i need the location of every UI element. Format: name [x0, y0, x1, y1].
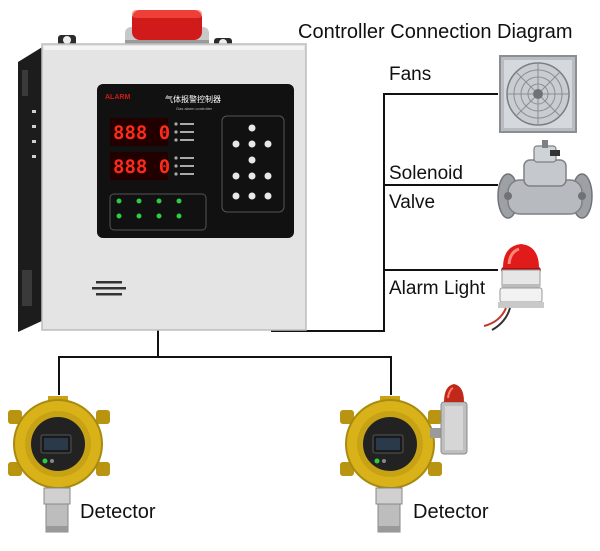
- controller-display-1: 888 0: [113, 122, 170, 144]
- fan-icon: [500, 56, 576, 132]
- controller-cabinet: ALARM 气体报警控制器 Gas alarm controller 888 0…: [18, 10, 306, 332]
- alarm-light-label: Alarm Light: [389, 279, 485, 298]
- valve-label: Valve: [389, 193, 435, 212]
- solenoid-valve-icon: [498, 140, 592, 218]
- controller-brand-text: 气体报警控制器: [165, 94, 221, 104]
- solenoid-label: Solenoid: [389, 164, 463, 183]
- controller-display-2: 888 0: [113, 156, 170, 178]
- detector-label-right: Detector: [413, 502, 489, 522]
- svg-text:ALARM: ALARM: [105, 94, 130, 101]
- diagram-title: Controller Connection Diagram: [298, 22, 573, 42]
- detector-bus-wire: [59, 357, 391, 395]
- detector-label-left: Detector: [80, 502, 156, 522]
- fans-label: Fans: [389, 65, 431, 84]
- alarm-beacon-icon: [484, 244, 544, 330]
- controller-sub-text: Gas alarm controller: [176, 106, 213, 111]
